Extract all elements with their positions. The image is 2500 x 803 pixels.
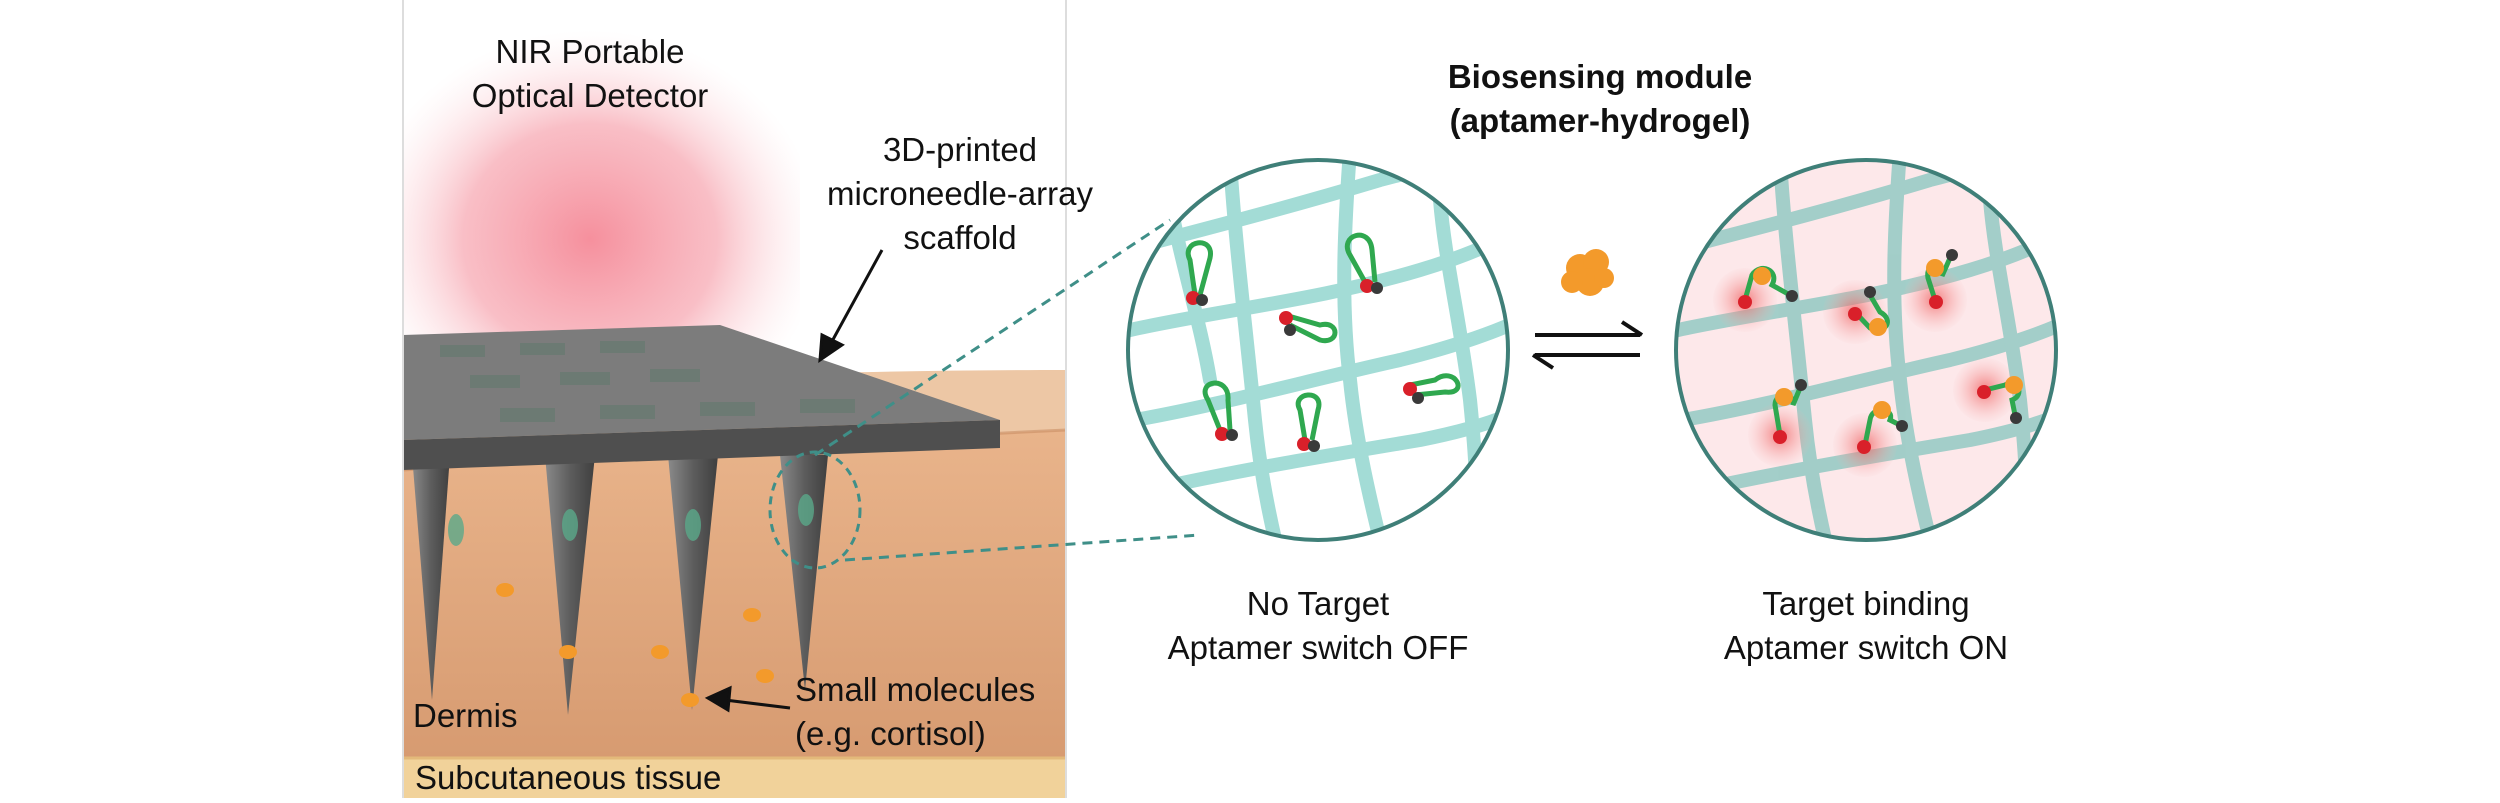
subcutaneous-text: Subcutaneous tissue [415,759,722,796]
on-state-caption: Target binding Aptamer switch ON [1666,582,2066,670]
subcutaneous-label: Subcutaneous tissue [415,756,721,800]
scaffold-line-3: scaffold [903,219,1017,256]
equilibrium-arrows-icon [1531,320,1644,370]
on-line-1: Target binding [1762,585,1970,622]
detector-line-1: NIR Portable [495,33,685,70]
scaffold-line-1: 3D-printed [882,131,1038,168]
target-molecule-icon [1561,249,1614,296]
scaffold-line-2: microneedle-array [827,175,1093,212]
pointer-arrows [704,249,884,713]
molecules-line-2: (e.g. cortisol) [795,715,986,752]
detector-line-2: Optical Detector [471,77,709,114]
module-line-2: (aptamer-hydrogel) [1449,102,1751,139]
subcutaneous-layer [403,758,1066,798]
zoom-lines [814,218,1201,562]
scaffold-label: 3D-printed microneedle-array scaffold [800,128,1120,260]
microneedles [412,455,828,715]
module-line-1: Biosensing module [1447,58,1753,95]
molecules-line-1: Small molecules [795,671,1036,708]
circle-on-state [1674,158,2058,542]
circle-off-state [1126,158,1510,542]
on-line-2: Aptamer switch ON [1723,629,2009,666]
dermis-text: Dermis [413,697,518,734]
small-molecule-dots [496,583,774,707]
detector-label: NIR Portable Optical Detector [430,30,750,118]
skin-panel [403,0,1066,798]
dermis-label: Dermis [413,694,518,738]
zoom-region [768,450,862,570]
off-line-1: No Target [1246,585,1390,622]
off-state-caption: No Target Aptamer switch OFF [1118,582,1518,670]
off-line-2: Aptamer switch OFF [1167,629,1469,666]
module-title: Biosensing module (aptamer-hydrogel) [1380,55,1820,143]
molecules-label: Small molecules (e.g. cortisol) [795,668,1035,756]
